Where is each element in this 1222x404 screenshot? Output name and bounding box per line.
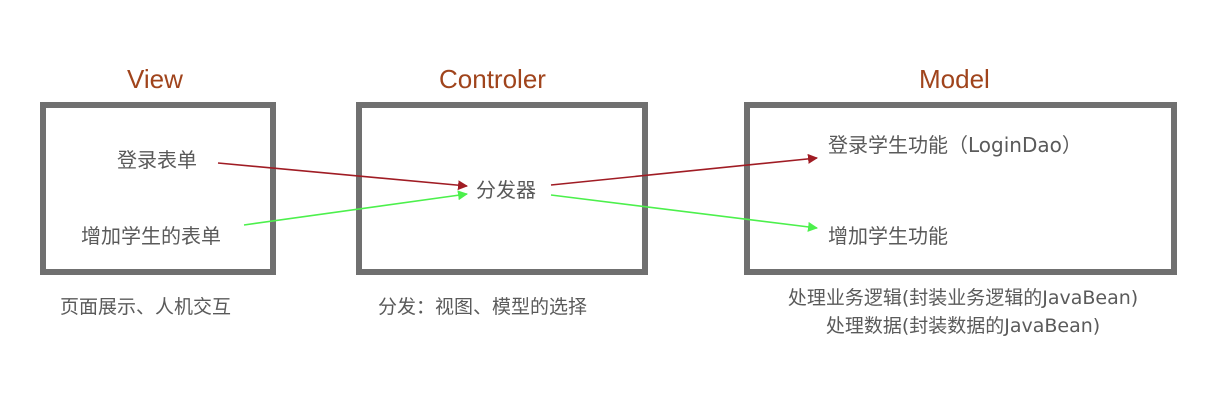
- model-box: [744, 102, 1177, 275]
- controller-caption: 分发：视图、模型的选择: [378, 296, 588, 318]
- login-student-function-label: 登录学生功能（LoginDao）: [828, 133, 1082, 157]
- arrow-add-form-to-dispatcher: [243, 190, 468, 226]
- model-caption-line-1: 处理业务逻辑(封装业务逻辑的JavaBean): [787, 287, 1139, 309]
- controller-box: [356, 102, 648, 275]
- view-title: View: [127, 64, 183, 94]
- arrow-dispatcher-to-add-function: [550, 194, 818, 232]
- model-caption-line-2: 处理数据(封装数据的JavaBean): [825, 315, 1101, 337]
- login-form-label: 登录表单: [117, 148, 197, 172]
- arrow-dispatcher-to-login-function: [550, 153, 818, 186]
- add-student-function-label: 增加学生功能: [828, 224, 948, 248]
- controller-title: Controler: [439, 64, 546, 94]
- view-caption: 页面展示、人机交互: [60, 296, 232, 318]
- add-student-form-label: 增加学生的表单: [81, 224, 221, 248]
- model-title: Model: [919, 64, 990, 94]
- arrow-login-form-to-dispatcher: [217, 162, 468, 191]
- view-box: [40, 102, 276, 275]
- dispatcher-label: 分发器: [476, 178, 536, 202]
